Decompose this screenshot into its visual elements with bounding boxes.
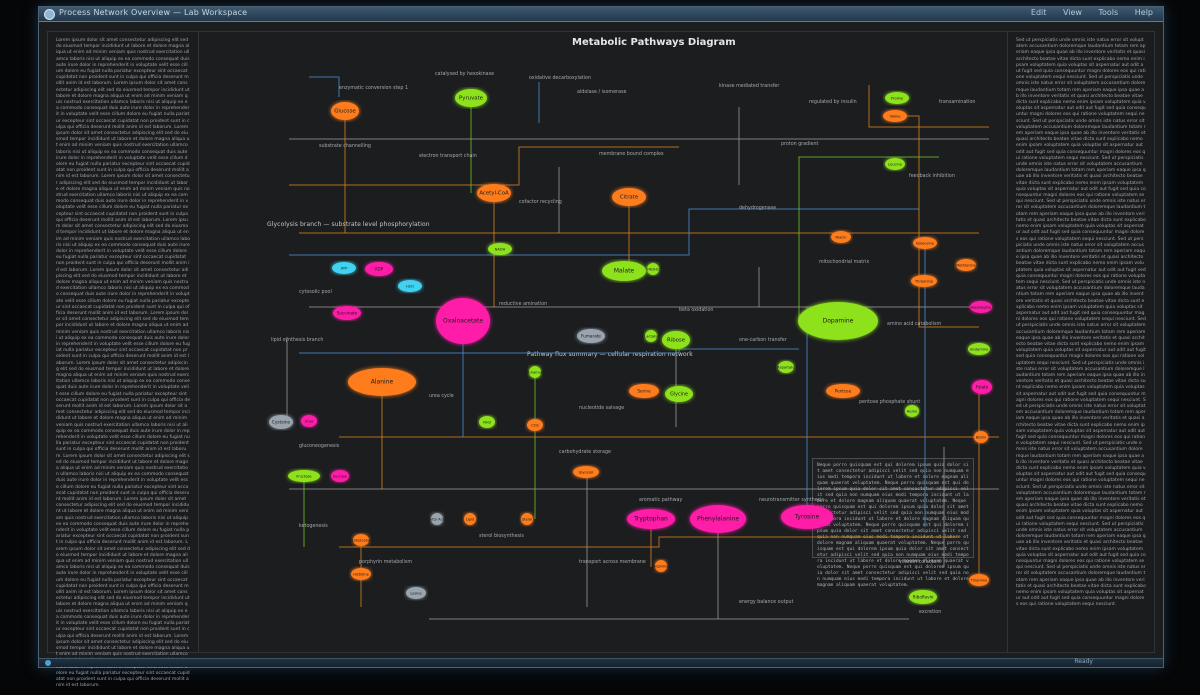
app-logo-icon — [44, 9, 55, 20]
center-caption: Pathway flux summary — cellular respirat… — [527, 351, 693, 358]
left-notes-text: Lorem ipsum dolor sit amet consectetur a… — [56, 38, 191, 689]
notes-textbox[interactable]: Neque porro quisquam est qui dolorem ips… — [812, 458, 974, 588]
status-text: Ready — [1074, 658, 1093, 665]
right-notes-panel[interactable]: Sed ut perspiciatis unde omnis iste natu… — [1007, 31, 1155, 653]
title-bar-menu: Edit View Tools Help — [1017, 8, 1153, 17]
title-bar: Process Network Overview — Lab Workspace… — [39, 7, 1163, 22]
right-notes-text: Sed ut perspiciatis unde omnis iste natu… — [1016, 38, 1148, 608]
notes-textbox-text: Neque porro quisquam est qui dolorem ips… — [817, 463, 972, 588]
status-indicator-icon — [45, 660, 51, 666]
left-notes-panel[interactable]: Lorem ipsum dolor sit amet consectetur a… — [47, 31, 199, 688]
diagram-canvas[interactable]: Metabolic Pathways Diagram Pathway flux … — [197, 31, 1007, 653]
status-bar: Ready — [39, 658, 1163, 667]
menu-help[interactable]: Help — [1134, 8, 1153, 17]
menu-edit[interactable]: Edit — [1030, 8, 1047, 17]
application-window: Process Network Overview — Lab Workspace… — [38, 6, 1164, 688]
menu-view[interactable]: View — [1062, 8, 1082, 17]
diagram-title: Metabolic Pathways Diagram — [572, 37, 736, 48]
window-title: Process Network Overview — Lab Workspace — [59, 8, 248, 17]
side-caption: Glycolysis branch — substrate level phos… — [267, 221, 430, 228]
menu-tools[interactable]: Tools — [1098, 8, 1119, 17]
